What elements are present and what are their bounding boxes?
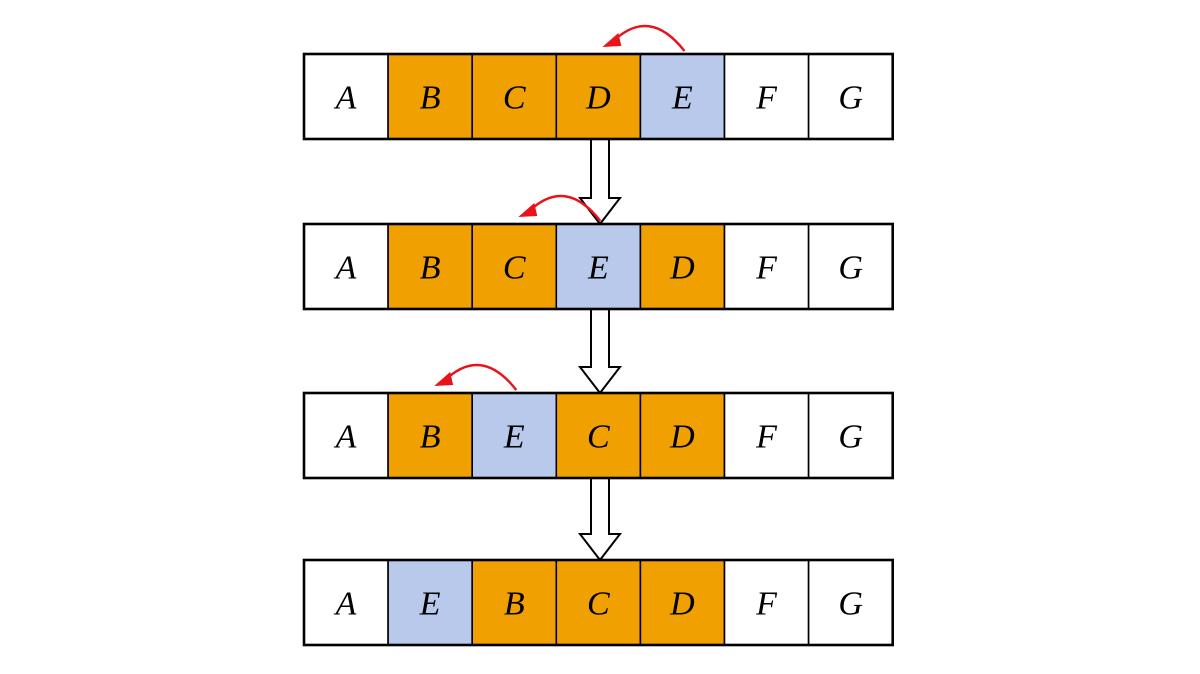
- swap-arrow: [611, 24, 686, 52]
- swap-arrowhead: [434, 372, 454, 386]
- swap-arrow: [443, 363, 518, 391]
- array-cell-plain: [303, 53, 389, 140]
- down-arrow: [577, 138, 623, 226]
- cell-label: A: [334, 419, 357, 456]
- cell-label: G: [838, 80, 863, 117]
- swap-arrowhead: [602, 33, 622, 47]
- cell-label: B: [420, 80, 441, 117]
- cell-label: B: [420, 250, 441, 287]
- cell-label: F: [755, 419, 778, 456]
- array-cell-plain: [723, 53, 810, 140]
- array-cell-shifted: [639, 223, 726, 310]
- array-cell-shifted: [387, 53, 474, 140]
- array-frame: [302, 391, 895, 480]
- cell-label: A: [334, 586, 357, 623]
- swap-arrowhead: [518, 203, 538, 217]
- array-cell-plain: [303, 559, 389, 646]
- array-frame: [302, 52, 895, 141]
- cell-label: G: [838, 419, 863, 456]
- cell-label: A: [334, 250, 357, 287]
- array-cell-plain: [807, 223, 894, 310]
- cell-label: C: [587, 419, 610, 456]
- array-cell-shifted: [555, 392, 642, 479]
- array-cell-plain: [723, 559, 810, 646]
- cell-label: B: [420, 419, 441, 456]
- cell-label: E: [587, 250, 609, 287]
- array-cell-moving: [555, 223, 642, 310]
- cell-label: C: [503, 250, 526, 287]
- array-cell-shifted: [555, 559, 642, 646]
- cell-label: E: [671, 80, 693, 117]
- cell-label: D: [669, 419, 695, 456]
- cell-label: C: [503, 80, 526, 117]
- down-arrow: [577, 477, 623, 562]
- array-cell-shifted: [639, 559, 726, 646]
- swap-arrow: [527, 194, 602, 222]
- cell-label: D: [669, 586, 695, 623]
- cell-label: D: [585, 80, 611, 117]
- array-cell-shifted: [639, 392, 726, 479]
- cell-label: D: [669, 250, 695, 287]
- array-cell-plain: [807, 392, 894, 479]
- cell-label: F: [755, 250, 778, 287]
- cell-label: B: [504, 586, 525, 623]
- cell-label: E: [419, 586, 441, 623]
- cell-label: G: [838, 250, 863, 287]
- array-cell-plain: [807, 559, 894, 646]
- cell-label: F: [755, 586, 778, 623]
- down-arrow: [577, 308, 623, 395]
- array-row: A B C D E F G: [302, 52, 895, 141]
- cell-label: G: [838, 586, 863, 623]
- array-cell-plain: [723, 392, 810, 479]
- array-cell-shifted: [387, 223, 474, 310]
- array-frame: [302, 222, 895, 311]
- array-frame: [302, 558, 895, 647]
- cell-label: C: [587, 586, 610, 623]
- cell-label: E: [503, 419, 525, 456]
- cell-label: F: [755, 80, 778, 117]
- cell-label: A: [334, 80, 357, 117]
